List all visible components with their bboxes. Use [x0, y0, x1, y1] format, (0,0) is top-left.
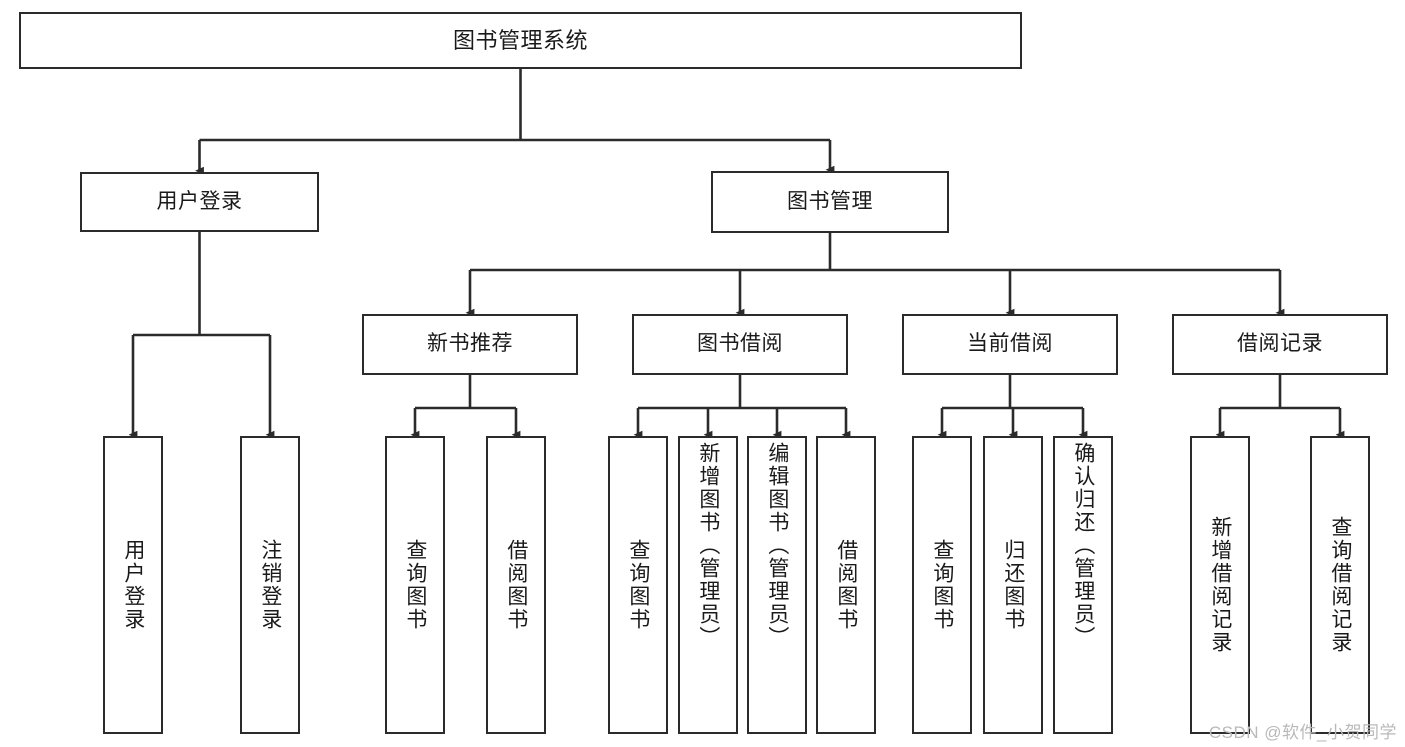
- node-leaf-cur-confirm-return[interactable]: 确认归还（管理员）: [1053, 436, 1113, 734]
- node-current-borrow[interactable]: 当前借阅: [902, 314, 1118, 375]
- node-label: 用户登录: [121, 539, 145, 631]
- node-label: 图书管理: [787, 189, 873, 213]
- node-label: 新增图书（管理员）: [696, 442, 720, 649]
- node-book-manage[interactable]: 图书管理: [711, 171, 949, 233]
- node-label: 查询图书: [403, 539, 427, 631]
- node-label: 图书借阅: [697, 332, 783, 356]
- node-leaf-brw-query-book[interactable]: 查询图书: [608, 436, 668, 734]
- node-leaf-brw-add-book[interactable]: 新增图书（管理员）: [678, 436, 738, 734]
- node-root-system[interactable]: 图书管理系统: [19, 12, 1022, 69]
- node-label: 借阅图书: [834, 539, 858, 631]
- node-label: 图书管理系统: [452, 27, 588, 53]
- node-leaf-user-login[interactable]: 用户登录: [103, 436, 163, 734]
- node-borrow-record[interactable]: 借阅记录: [1172, 314, 1388, 375]
- node-leaf-user-logout[interactable]: 注销登录: [240, 436, 300, 734]
- node-leaf-rec-query-record[interactable]: 查询借阅记录: [1310, 436, 1370, 734]
- node-label: 查询图书: [930, 539, 954, 631]
- node-leaf-rec-borrow-book[interactable]: 借阅图书: [486, 436, 546, 734]
- node-new-book-recommend[interactable]: 新书推荐: [362, 314, 578, 375]
- node-label: 新增借阅记录: [1208, 516, 1232, 654]
- node-label: 当前借阅: [967, 332, 1053, 356]
- node-leaf-rec-query-book[interactable]: 查询图书: [385, 436, 445, 734]
- node-label: 确认归还（管理员）: [1071, 442, 1095, 649]
- node-label: 借阅记录: [1237, 332, 1323, 356]
- node-label: 借阅图书: [504, 539, 528, 631]
- node-label: 编辑图书（管理员）: [765, 442, 789, 649]
- node-label: 注销登录: [258, 539, 282, 631]
- watermark-text: CSDN @软件_小贺同学: [1208, 723, 1397, 742]
- node-user-login[interactable]: 用户登录: [80, 172, 319, 232]
- node-leaf-cur-return-book[interactable]: 归还图书: [983, 436, 1043, 734]
- node-leaf-rec-add-record[interactable]: 新增借阅记录: [1190, 436, 1250, 734]
- node-label: 查询借阅记录: [1328, 516, 1352, 654]
- node-leaf-cur-query-book[interactable]: 查询图书: [912, 436, 972, 734]
- node-book-borrow[interactable]: 图书借阅: [632, 314, 848, 375]
- node-label: 用户登录: [156, 189, 243, 213]
- node-leaf-brw-borrow-book[interactable]: 借阅图书: [816, 436, 876, 734]
- node-leaf-brw-edit-book[interactable]: 编辑图书（管理员）: [747, 436, 807, 734]
- node-label: 查询图书: [626, 539, 650, 631]
- node-label: 新书推荐: [427, 332, 513, 356]
- node-label: 归还图书: [1001, 539, 1025, 631]
